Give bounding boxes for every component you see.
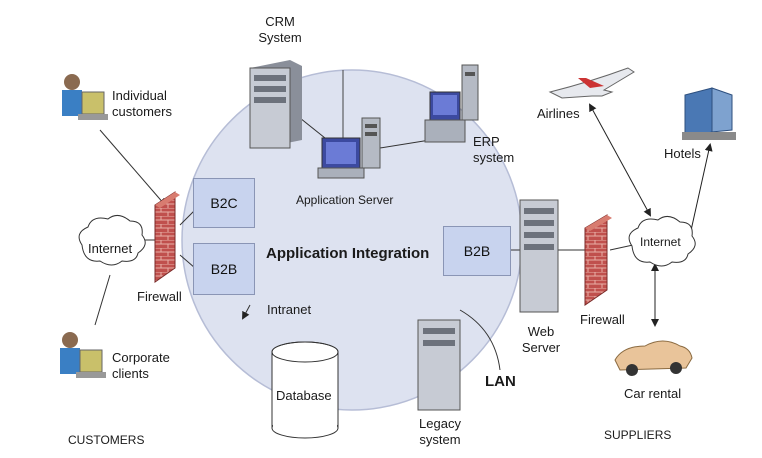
car-icon — [614, 340, 693, 376]
diagram-title: Application Integration — [266, 245, 430, 262]
erp-server-icon — [424, 64, 479, 143]
lan-label: LAN — [485, 373, 516, 390]
b2b-right-box: B2B — [443, 226, 511, 276]
airlines-label: Airlines — [537, 106, 580, 121]
internet-cloud-right — [628, 216, 696, 267]
supplier-arrows — [589, 103, 713, 327]
customers-label: CUSTOMERS — [68, 433, 145, 447]
b2c-box: B2C — [193, 178, 255, 228]
crm-server-icon — [249, 60, 302, 149]
web-server-icon — [519, 199, 559, 313]
hotel-icon — [682, 87, 736, 140]
firewall-right-icon — [584, 214, 612, 306]
internet-left-label: Internet — [88, 241, 133, 256]
internet-right-label: Internet — [640, 235, 681, 249]
hotels-label: Hotels — [664, 146, 701, 161]
web-server-label: Web Server — [521, 324, 561, 355]
individual-customers-label: Individual customers — [112, 88, 172, 119]
crm-label: CRM System — [258, 14, 302, 45]
database-label: Database — [276, 388, 332, 403]
firewall-right-label: Firewall — [580, 312, 625, 327]
legacy-server-icon — [417, 319, 461, 411]
corporate-clients-label: Corporate clients — [112, 350, 170, 381]
airplane-icon — [548, 67, 635, 99]
application-server-icon — [317, 117, 381, 179]
erp-label: ERP system — [473, 134, 515, 165]
legacy-label: Legacy system — [419, 416, 461, 447]
suppliers-label: SUPPLIERS — [604, 428, 672, 442]
b2b-left-box: B2B — [193, 243, 255, 295]
app-server-label: Application Server — [296, 193, 394, 207]
firewall-left-label: Firewall — [137, 289, 182, 304]
firewall-left-icon — [154, 191, 180, 283]
internet-cloud-left — [78, 215, 146, 266]
car-rental-label: Car rental — [624, 386, 682, 401]
individual-customer-icon — [62, 74, 108, 120]
intranet-label: Intranet — [267, 302, 312, 317]
corporate-client-icon — [60, 332, 106, 378]
database-icon — [271, 341, 339, 439]
